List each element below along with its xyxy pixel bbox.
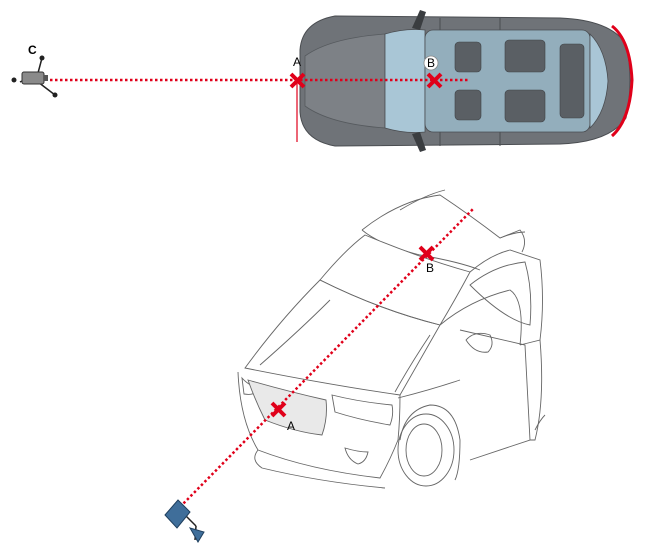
label-b-badge [423, 55, 439, 71]
target-x-icon [418, 245, 435, 262]
target-board-icon [164, 499, 205, 543]
target-x-icon [426, 72, 443, 89]
label-b-top: B [427, 56, 435, 70]
perspective-view-group [164, 189, 546, 543]
target-x-icon [289, 72, 306, 89]
top-view-group: C [11, 10, 634, 152]
label-a-top: A [293, 55, 301, 69]
tripod-sensor-icon [11, 55, 58, 98]
label-a-perspective: A [287, 419, 295, 433]
car-perspective-outline [237, 189, 546, 489]
target-x-icon [270, 401, 287, 418]
car-top-view [299, 10, 634, 152]
label-c: C [28, 43, 37, 57]
label-b-perspective: B [426, 261, 434, 275]
